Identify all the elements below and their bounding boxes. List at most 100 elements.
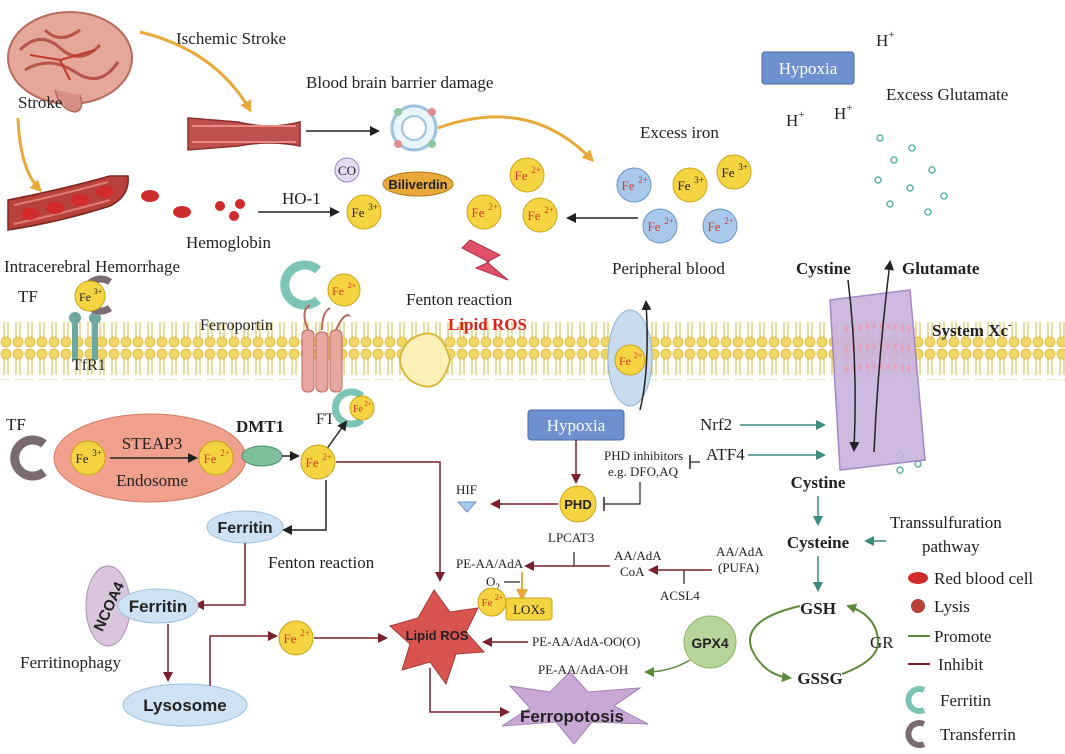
lysosome-label: Lysosome: [143, 696, 226, 715]
svg-text:Fe: Fe: [472, 205, 485, 220]
aa-ada-coa-2: CoA: [620, 564, 645, 579]
svg-text:Fe: Fe: [284, 631, 297, 646]
hemoglobin-label: Hemoglobin: [186, 233, 271, 252]
svg-text:2+: 2+: [724, 216, 734, 226]
svg-text:Fe: Fe: [79, 290, 91, 304]
svg-text:Fe: Fe: [722, 165, 735, 180]
glutamate-dots: [874, 134, 948, 474]
lipid-ros-star-label: Lipid ROS: [406, 628, 469, 643]
svg-text:Fe: Fe: [352, 205, 365, 220]
arrow-cystine-in: [847, 279, 860, 452]
dmt1-channel: [241, 445, 283, 467]
pe-aa-oh-label: PE-AA/AdA-OH: [538, 662, 628, 677]
svg-text:Fe: Fe: [353, 404, 364, 415]
cystine-mid-label: Cystine: [791, 473, 846, 492]
svg-text:3+: 3+: [94, 287, 103, 296]
blood-vessel-icon: [187, 117, 301, 151]
phd-label: PHD: [564, 497, 591, 512]
hypoxia-top-box: [761, 51, 855, 85]
svg-text:Fe: Fe: [306, 455, 319, 470]
legend-transferrin-icon: [905, 720, 926, 748]
ich-label: Intracerebral Hemorrhage: [4, 257, 180, 276]
arrow-fe2-to-ferritin: [282, 480, 327, 535]
svg-text:2+: 2+: [220, 448, 230, 458]
biliverdin-label: Biliverdin: [388, 177, 447, 192]
system-xc-label: System Xc-: [932, 319, 1012, 340]
gr-label: GR: [870, 633, 894, 652]
excess-glutamate-label: Excess Glutamate: [886, 85, 1008, 104]
legend-rbc-icon: [908, 572, 928, 584]
svg-text:2+: 2+: [544, 205, 554, 215]
arrow-ferritin-down: [194, 543, 246, 610]
legend-lysis-icon: [911, 599, 925, 613]
gsh-label: GSH: [800, 599, 836, 618]
hif-triangle: [456, 501, 478, 513]
svg-text:Fe: Fe: [515, 168, 528, 183]
svg-text:2+: 2+: [348, 281, 357, 290]
gsh-gssg-cycle-right: [841, 603, 880, 675]
svg-text:2+: 2+: [300, 628, 310, 638]
ferroportin-channel-icon: [301, 304, 351, 393]
cysteine-label: Cysteine: [787, 533, 850, 552]
hypoxia-top-label: Hypoxia: [779, 59, 838, 78]
cystine-top-label: Cystine: [796, 259, 851, 278]
svg-text:2+: 2+: [664, 216, 674, 226]
svg-text:Fe: Fe: [619, 354, 631, 368]
svg-text:3+: 3+: [368, 202, 378, 212]
arrow-fe2-to-lipid-ros: [336, 461, 445, 582]
legend-promote-label: Promote: [934, 627, 992, 646]
fenton-reaction-top-label: Fenton reaction: [406, 290, 513, 309]
tf-top-label: TF: [18, 287, 38, 306]
excess-iron-label: Excess iron: [640, 123, 719, 142]
biliverdin-ellipse: [382, 171, 454, 197]
gpx4-circle: [683, 615, 737, 669]
transferrin-icon: [10, 435, 47, 481]
phd-circle: [559, 485, 597, 523]
ft-label: FT: [316, 411, 335, 428]
phd-inhibitors-1: PHD inhibitors: [604, 448, 683, 463]
lipid-ros-top-label: Lipid ROS: [448, 315, 527, 334]
ferritinophagy-label: Ferritinophagy: [20, 653, 122, 672]
hif-label: HIF: [456, 482, 477, 497]
steap3-label: STEAP3: [122, 434, 182, 453]
legend-lysis-label: Lysis: [934, 597, 970, 616]
acsl4-label: ACSL4: [660, 588, 700, 603]
vesicle-icon: [399, 332, 452, 388]
svg-text:Fe: Fe: [332, 284, 344, 298]
svg-text:3+: 3+: [92, 448, 102, 458]
ferroptosis-label: Ferropotosis: [520, 707, 624, 726]
gssg-label: GSSG: [797, 669, 842, 688]
svg-text:2+: 2+: [634, 351, 643, 360]
svg-text:Fe: Fe: [528, 208, 541, 223]
hypoxia-mid-label: Hypoxia: [547, 416, 606, 435]
ferritin-icon-top: [280, 260, 321, 310]
fe2-ion: Fe 2+: [327, 273, 361, 307]
bbb-cell-icon: [390, 104, 438, 152]
gpx4-label: GPX4: [691, 635, 729, 651]
ho1-label: HO-1: [282, 189, 321, 208]
pe-aa-label: PE-AA/AdA: [456, 556, 524, 571]
svg-text:2+: 2+: [322, 452, 332, 462]
inhibit-line-phd: [604, 482, 641, 505]
aa-ada-pufa-2: (PUFA): [718, 560, 759, 575]
hemorrhage-vessel-icon: [7, 175, 245, 231]
transsulfuration-2: pathway: [922, 537, 980, 556]
legend: Red blood cell Lysis Promote Inhibit Fer…: [905, 569, 1033, 748]
lysosome-ellipse: [122, 683, 248, 727]
tf-mid-label: TF: [6, 415, 26, 434]
dmt1-label: DMT1: [236, 417, 284, 436]
tfr1-label: TfR1: [72, 357, 106, 374]
arrow-star-to-ferroptosis: [429, 668, 510, 717]
h-plus-2: H+: [786, 109, 805, 130]
